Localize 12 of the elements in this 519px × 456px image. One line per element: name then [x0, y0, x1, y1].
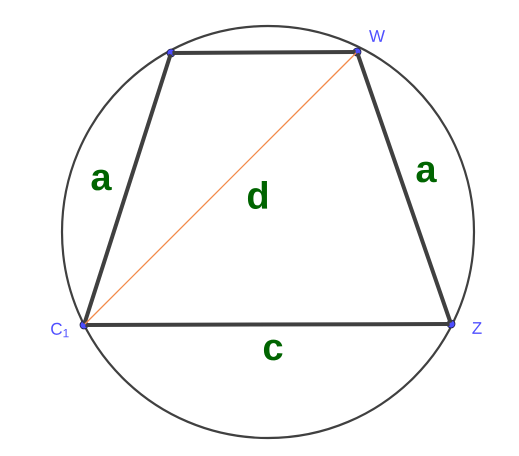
- line-segment: [172, 50, 356, 55]
- line-segment: [82, 54, 172, 324]
- line-segment: [356, 52, 452, 324]
- point-label: W: [369, 30, 385, 42]
- edge-label: a: [416, 162, 437, 182]
- edge-label: a: [92, 170, 112, 190]
- point-label: Z: [472, 322, 482, 334]
- edge-label: c: [264, 340, 282, 360]
- point-label: C$_{1}$: [51, 322, 69, 338]
- edge-label: d: [248, 181, 268, 209]
- line-segment: [84, 52, 356, 324]
- line-segment: [85, 322, 450, 327]
